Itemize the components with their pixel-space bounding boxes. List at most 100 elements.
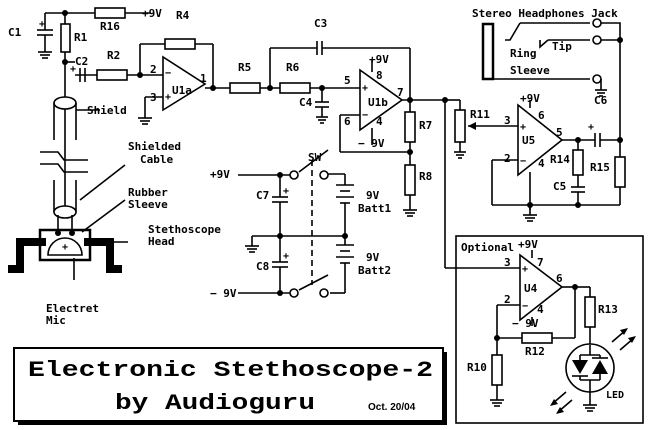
- r7-resistor: [404, 111, 416, 143]
- r10-resistor: [491, 354, 503, 386]
- c4-label: C4: [299, 96, 313, 109]
- r6-label: R6: [286, 61, 300, 74]
- battery-switch-section: +9V SW − 9V: [210, 149, 391, 300]
- r4-label: R4: [176, 9, 190, 22]
- svg-text:+: +: [165, 92, 171, 103]
- plus9-top-label: +9V: [142, 7, 162, 20]
- r15-label: R15: [590, 161, 610, 174]
- u5-pin5: 5: [556, 126, 563, 139]
- batt2-label-2: Batt2: [358, 264, 391, 277]
- ring-label: Ring: [510, 47, 537, 60]
- c5-label: C5: [553, 180, 566, 193]
- u1a-pin1: 1: [200, 72, 207, 85]
- u5-pin4: 4: [538, 157, 545, 170]
- r14-resistor: [572, 149, 584, 176]
- u1a-stage: R4 R2 C2 U1a 2 3 1 − + Shield +: [65, 9, 230, 125]
- c7-label: C7: [256, 189, 269, 202]
- tip-label: Tip: [552, 40, 572, 53]
- svg-text:+: +: [62, 242, 68, 253]
- u5-plus9: +9V: [520, 92, 540, 105]
- led-label: LED: [606, 390, 624, 401]
- r5-label: R5: [238, 61, 251, 74]
- svg-text:+: +: [362, 83, 368, 94]
- u5-pin3: 3: [504, 114, 511, 127]
- c2-label: C2: [75, 55, 88, 68]
- headphone-jack: Stereo Headphones Jack Ring Tip Sleeve: [472, 7, 623, 140]
- u1b-stage: R5 R6 C3 C4 U1b +9V − 9V 5 6 7 8 4 + − R…: [229, 17, 445, 217]
- r8-resistor: [404, 164, 416, 196]
- u4-pin4: 4: [537, 303, 544, 316]
- u4-pin6: 6: [556, 272, 563, 285]
- u1b-minus9: − 9V: [358, 137, 385, 150]
- r7-label: R7: [419, 119, 432, 132]
- r1-resistor: [60, 23, 71, 53]
- optional-led-section: Optional: [445, 235, 644, 424]
- shielded-cable-label-2: Cable: [140, 153, 173, 166]
- u1b-pin6: 6: [344, 115, 351, 128]
- u5-opamp: [517, 103, 564, 177]
- u1b-pin5: 5: [344, 74, 351, 87]
- title-line1: Electronic Stethoscope-2: [28, 358, 433, 383]
- u1b-label: U1b: [368, 96, 388, 109]
- power-filter-section: C1 R1 R16 +9V +: [8, 7, 162, 100]
- svg-text:−: −: [522, 301, 528, 312]
- stetho-head-label-1: Stethoscope: [148, 223, 221, 236]
- sw-minus9: − 9V: [210, 287, 237, 300]
- u1b-pin8: 8: [376, 69, 383, 82]
- title-box: [13, 347, 444, 422]
- title-line2: by Audioguru: [115, 391, 315, 416]
- sw-label: SW: [308, 151, 322, 164]
- electret-mic: [47, 237, 83, 256]
- u1a-label: U1a: [172, 84, 192, 97]
- u1b-pin4: 4: [376, 115, 383, 128]
- svg-text:+: +: [283, 186, 289, 197]
- r12-resistor: [521, 332, 553, 344]
- cable-end-top: [53, 96, 77, 110]
- u4-label: U4: [524, 282, 538, 295]
- r16-label: R16: [100, 20, 120, 33]
- rubber-sleeve-label-2: Sleeve: [128, 198, 168, 211]
- jack-title: Stereo Headphones Jack: [472, 7, 618, 20]
- batt2-label-1: 9V: [366, 251, 380, 264]
- svg-text:+: +: [70, 64, 76, 75]
- r14-label: R14: [550, 153, 570, 166]
- batt1-label-2: Batt1: [358, 202, 391, 215]
- batt1-label-1: 9V: [366, 189, 380, 202]
- title-date: Oct. 20/04: [368, 402, 416, 413]
- u4-plus9: +9V: [518, 238, 538, 251]
- optional-box: [455, 235, 644, 424]
- u5-stage: R11 +9V U5 3 6 5 2 4 + − R14 C5 R15 C6 +: [442, 92, 626, 268]
- svg-text:+: +: [39, 19, 45, 30]
- electret-label-1: Electret: [46, 302, 99, 315]
- r16-resistor: [94, 7, 126, 19]
- r15-resistor: [614, 156, 626, 188]
- u4-pin3: 3: [504, 256, 511, 269]
- r13-label: R13: [598, 303, 618, 316]
- title-block: Electronic Stethoscope-2 by Audioguru Oc…: [13, 347, 447, 425]
- sw-plus9: +9V: [210, 168, 230, 181]
- r11-potentiometer: [454, 109, 466, 143]
- rubber-sleeve: [38, 228, 92, 262]
- svg-text:−: −: [165, 68, 171, 79]
- u4-minus9: − 9V: [512, 317, 539, 330]
- u4-opamp: [519, 253, 564, 322]
- u1a-opamp: [162, 55, 207, 112]
- shielded-cable-label-1: Shielded: [128, 140, 181, 153]
- r6-resistor: [279, 82, 311, 94]
- sleeve-label: Sleeve: [510, 64, 550, 77]
- u5-label: U5: [522, 134, 535, 147]
- u1b-plus9: +9V: [369, 53, 389, 66]
- jack-sleeve-body: [481, 22, 495, 81]
- u1b-pin7: 7: [397, 86, 404, 99]
- c8-label: C8: [256, 260, 269, 273]
- r8-label: R8: [419, 170, 432, 183]
- u4-pin2: 2: [504, 293, 511, 306]
- c6-label: C6: [594, 94, 608, 107]
- u4-pin7: 7: [537, 256, 544, 269]
- svg-text:+: +: [520, 122, 526, 133]
- c1-label: C1: [8, 26, 22, 39]
- shield-label: Shield: [87, 104, 127, 117]
- r2-resistor: [96, 69, 128, 81]
- svg-text:+: +: [283, 251, 289, 262]
